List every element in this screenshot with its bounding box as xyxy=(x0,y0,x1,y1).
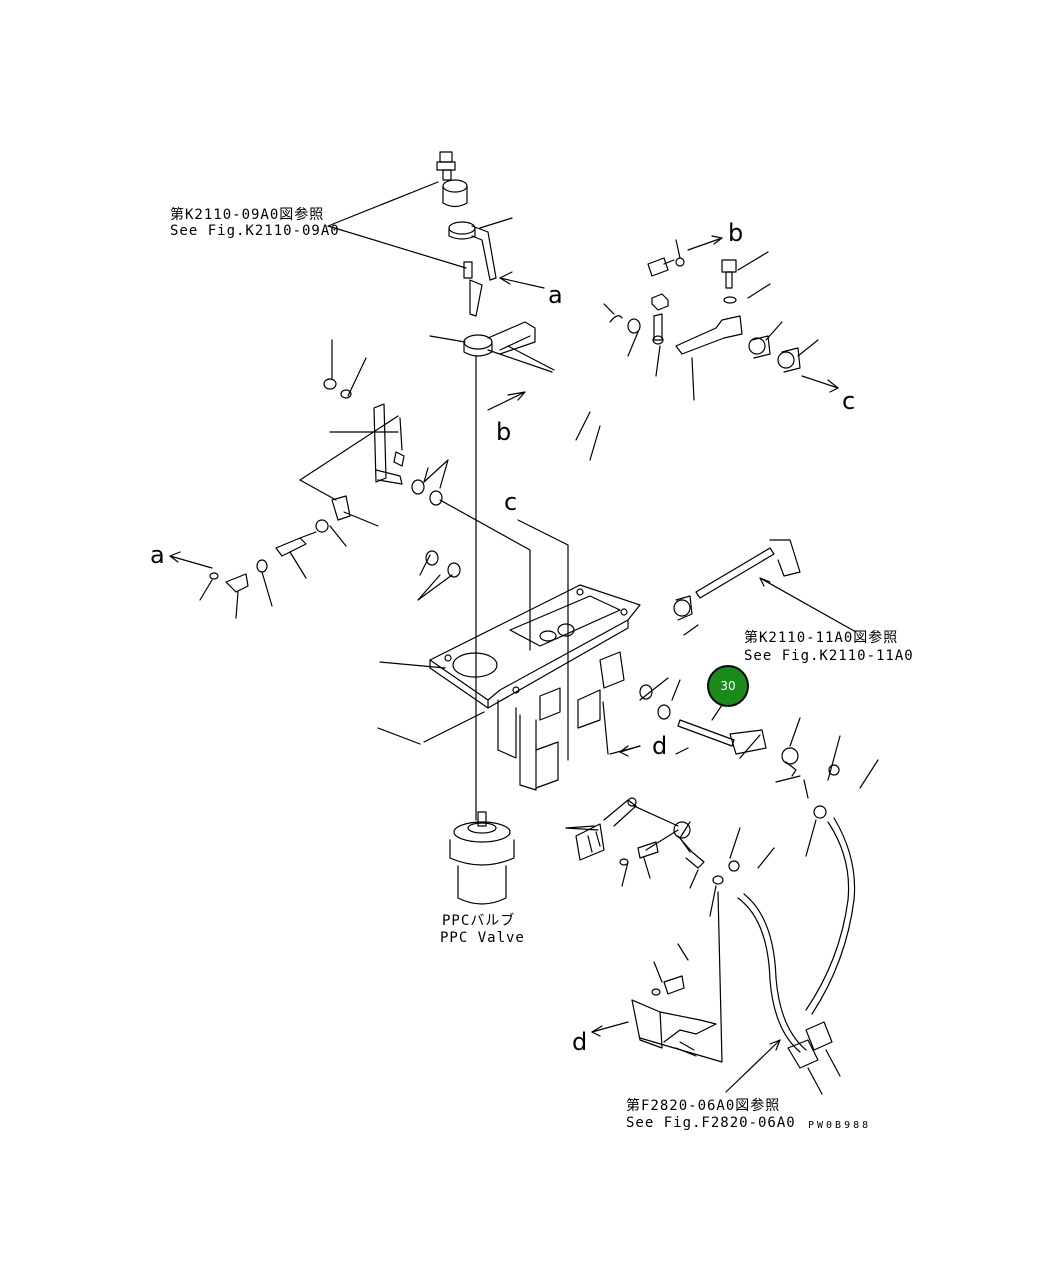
direction-arrows xyxy=(169,235,839,1051)
part-callout-30[interactable]: 30 xyxy=(707,665,749,707)
ref-label-k2110-11a0-en: See Fig.K2110-11A0 xyxy=(744,648,914,664)
upper-lever-bracket xyxy=(463,321,536,357)
detail-letter-b-top: b xyxy=(728,219,744,247)
detail-letter-d-center: d xyxy=(652,732,668,760)
ppc-valve-body xyxy=(449,811,515,905)
ref-label-k2110-09a0-jp: 第K2110-09A0図参照 xyxy=(170,207,325,223)
ref-label-k2110-11a0-jp: 第K2110-11A0図参照 xyxy=(744,630,899,646)
top-lever-knob xyxy=(436,151,468,208)
detail-letter-c-right: c xyxy=(842,387,856,415)
detail-letter-d-bottom: d xyxy=(572,1028,588,1056)
detail-letter-c-center: c xyxy=(504,488,518,516)
bottom-bracket xyxy=(631,975,717,1057)
ref-label-k2110-09a0-en: See Fig.K2110-09A0 xyxy=(170,223,340,239)
detail-letter-a-left: a xyxy=(150,541,165,569)
base-plate xyxy=(429,584,641,791)
long-shaft xyxy=(673,539,801,621)
detail-letter-b-center: b xyxy=(496,418,512,446)
ppc-valve-label-jp: PPCバルブ xyxy=(442,913,516,929)
pin-part xyxy=(463,261,483,317)
yoke-part xyxy=(448,221,497,281)
detail-letter-a-top: a xyxy=(548,281,563,309)
left-bracket-assembly xyxy=(209,378,461,593)
ref-label-f2820-06a0-en: See Fig.F2820-06A0 xyxy=(626,1115,796,1131)
lower-right-lever xyxy=(639,684,840,819)
top-right-fittings xyxy=(609,257,801,373)
hoses xyxy=(737,817,856,1095)
lower-linkage xyxy=(575,797,740,885)
ref-label-f2820-06a0-jp: 第F2820-06A0図参照 xyxy=(626,1098,781,1114)
drawing-code: PW0B988 xyxy=(808,1120,872,1131)
ppc-valve-label-en: PPC Valve xyxy=(440,930,525,946)
leader-lines xyxy=(199,181,879,1093)
